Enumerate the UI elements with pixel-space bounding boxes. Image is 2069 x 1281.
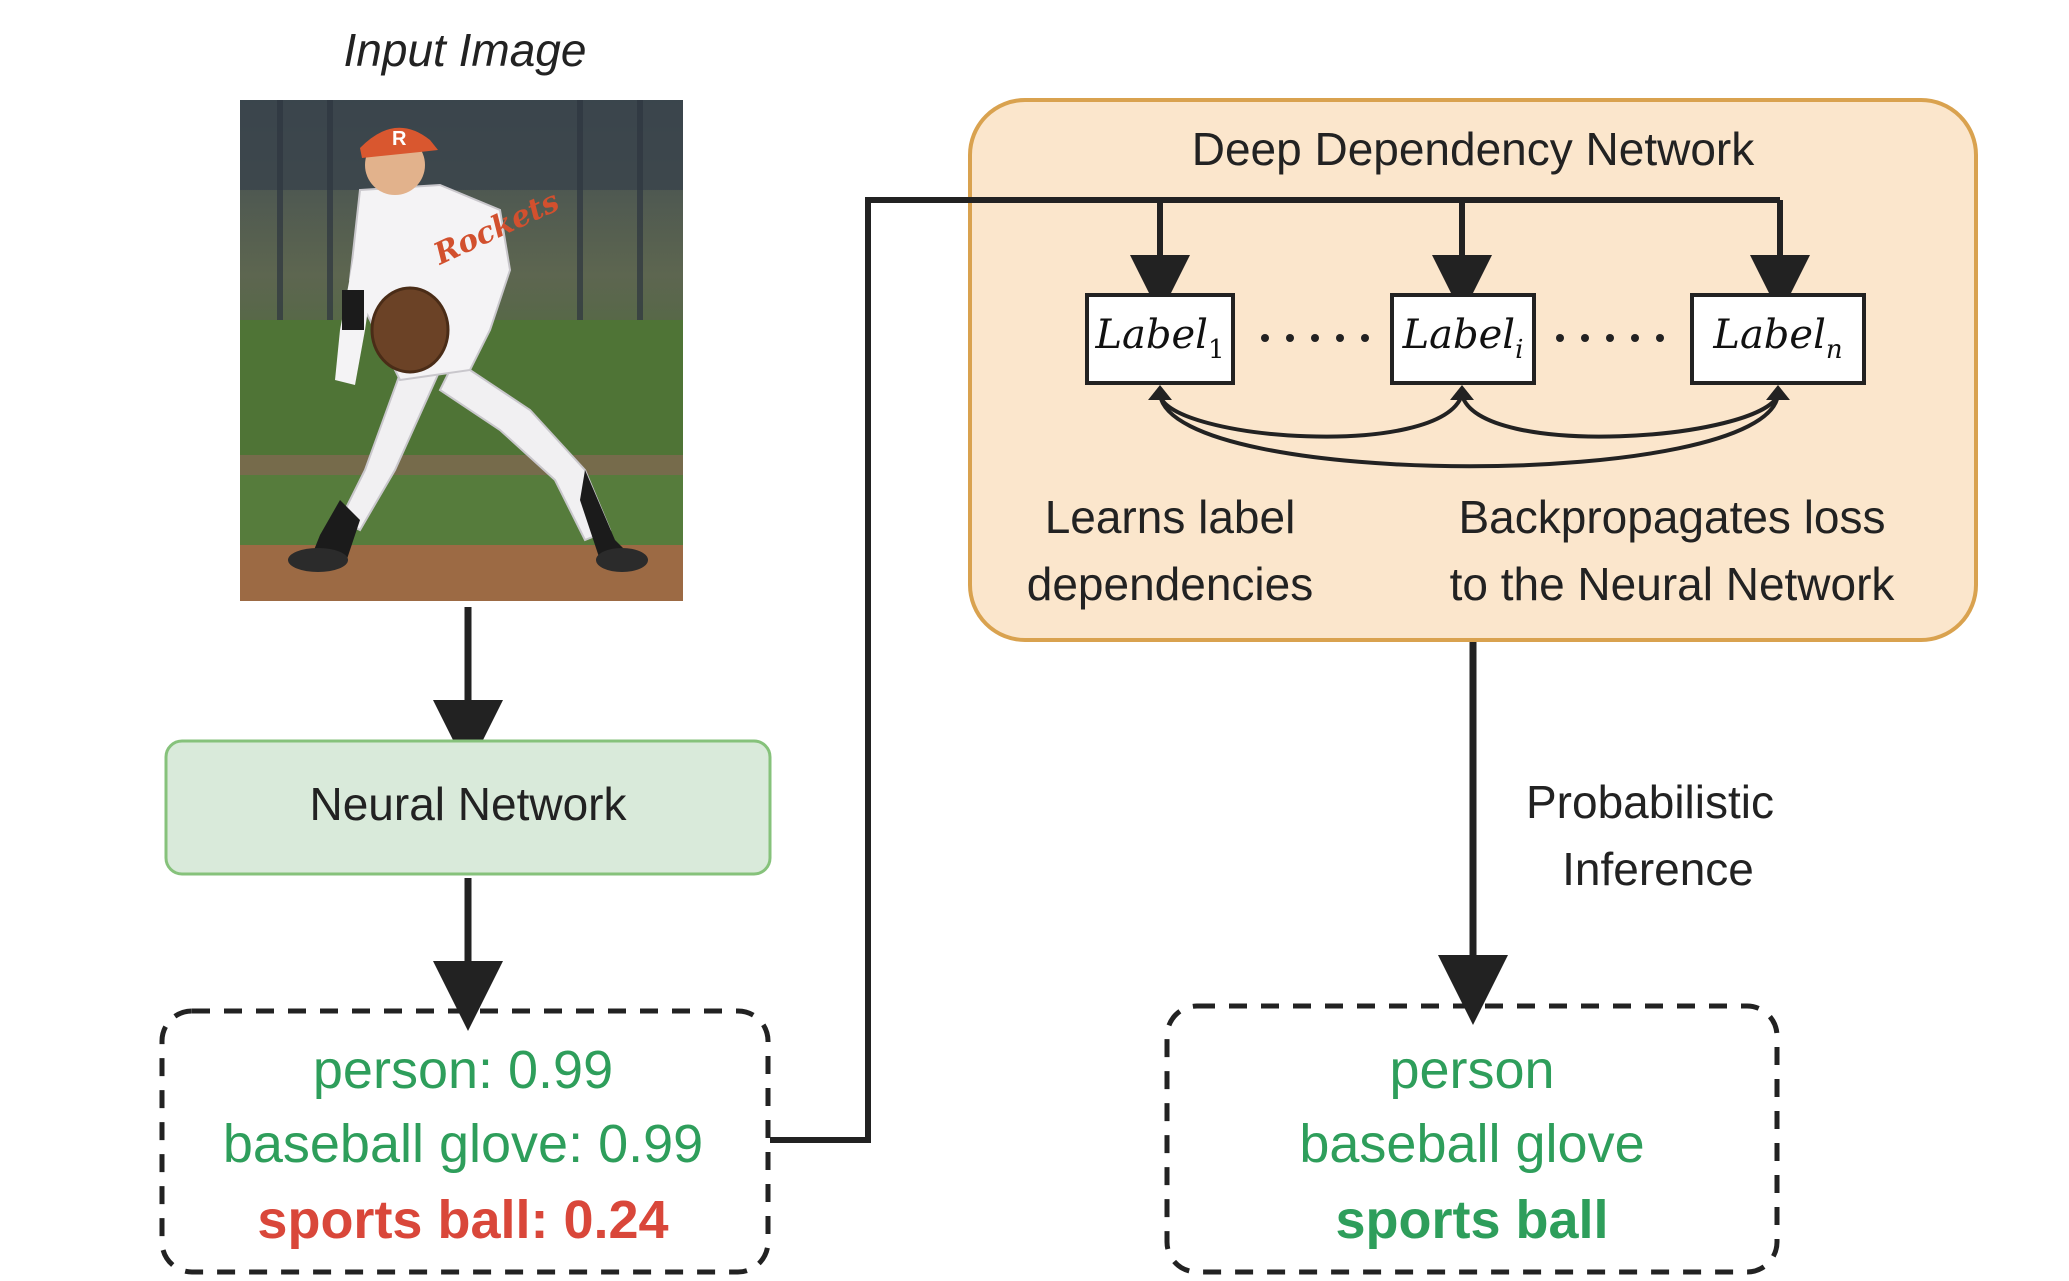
ddn-title: Deep Dependency Network <box>1192 123 1756 175</box>
nn-output-line-ball: sports ball: 0.24 <box>257 1190 668 1250</box>
inference-label-line2: Inference <box>1562 843 1754 895</box>
ddn-right-caption-line2: to the Neural Network <box>1450 558 1896 610</box>
inference-label-line1: Probabilistic <box>1526 776 1774 828</box>
dependency-curves <box>1158 393 1780 469</box>
neural-network-box <box>164 739 772 876</box>
final-output-line-glove: baseball glove <box>1299 1114 1644 1174</box>
ellipsis-dots-left <box>1261 334 1369 342</box>
label-1-base: Label <box>1094 312 1207 358</box>
svg-text:Labeli: Labeli <box>1402 312 1524 365</box>
label-n-base: Label <box>1712 312 1825 358</box>
label-box-1: Label1 <box>1085 293 1235 385</box>
connector-output-to-ddn <box>770 197 1780 1143</box>
label-box-n: Labeln <box>1690 293 1866 385</box>
input-image: Rockets R <box>240 100 683 601</box>
svg-text:R: R <box>392 128 407 150</box>
ddn-left-caption-line2: dependencies <box>1027 558 1313 610</box>
svg-text:Labeln: Labeln <box>1712 312 1842 365</box>
label-n-sub: n <box>1826 335 1843 365</box>
nn-output-box <box>159 1008 771 1275</box>
label-i-sub: i <box>1515 335 1523 365</box>
final-output-line-person: person <box>1389 1040 1554 1100</box>
dependency-arrowheads <box>1148 385 1790 400</box>
ellipsis-dots-right <box>1556 334 1664 342</box>
ddn-left-caption-line1: Learns label <box>1045 491 1296 543</box>
nn-output-line-person: person: 0.99 <box>313 1040 613 1100</box>
svg-text:Label1: Label1 <box>1094 312 1224 365</box>
nn-output-line-glove: baseball glove: 0.99 <box>223 1114 703 1174</box>
label-i-base: Label <box>1402 312 1515 358</box>
label-box-i: Labeli <box>1390 293 1536 385</box>
final-output-line-ball: sports ball <box>1335 1190 1608 1250</box>
label-1-sub: 1 <box>1208 335 1225 365</box>
final-output-box <box>1164 1003 1780 1275</box>
neural-network-label: Neural Network <box>310 778 628 830</box>
input-image-caption: Input Image <box>344 24 587 76</box>
ddn-right-caption-line1: Backpropagates loss <box>1458 491 1885 543</box>
